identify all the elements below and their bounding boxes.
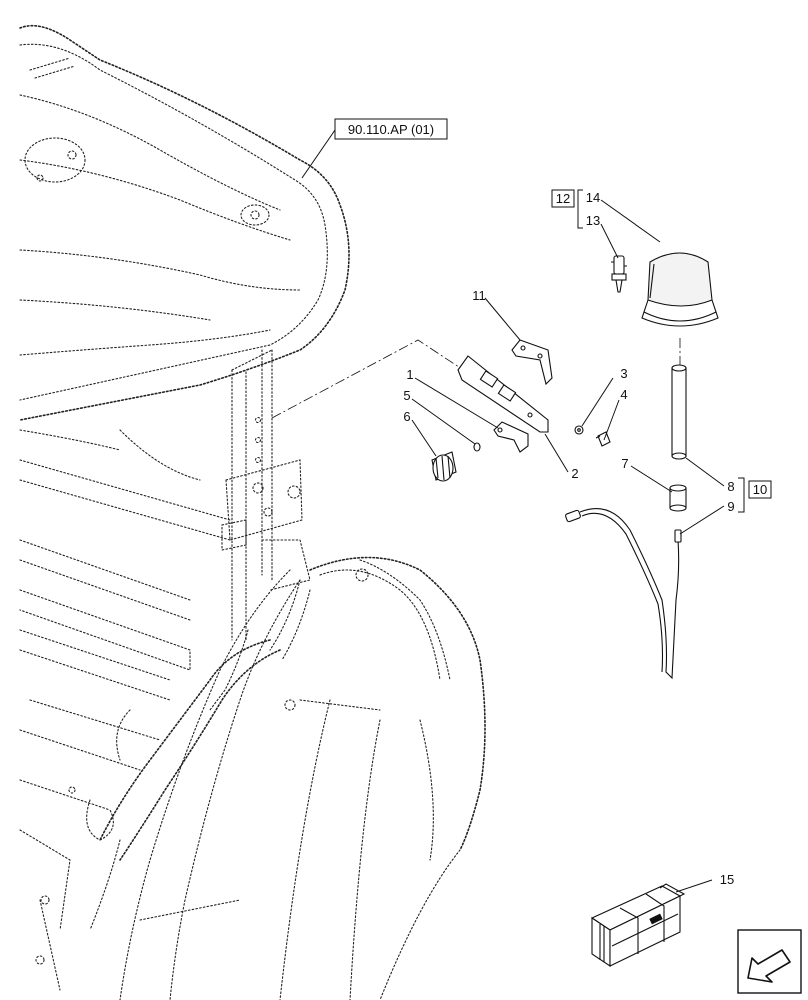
part-11-bracket: [511, 339, 553, 386]
group-bracket-12: [577, 189, 583, 229]
callout-15: 15: [720, 872, 734, 887]
callout-5: 5: [403, 388, 410, 403]
callout-3: 3: [620, 366, 627, 381]
cab-roof: [19, 24, 350, 481]
fender: [119, 556, 486, 1000]
part-6-knob: [431, 451, 457, 482]
callout-6: 6: [403, 409, 410, 424]
part-5-washer: [473, 442, 481, 452]
callout-8: 8: [727, 479, 734, 494]
leader-lines: [301, 129, 725, 893]
kit-crate-icon: [590, 883, 686, 968]
direction-arrow-icon: [737, 929, 802, 994]
boxed-callout-10-text: 10: [753, 482, 767, 497]
reference-label[interactable]: 90.110.AP (01): [334, 118, 448, 140]
boxed-callout-12: 12: [551, 189, 575, 208]
part-13-bulb: [611, 255, 627, 293]
callout-4: 4: [620, 387, 627, 402]
part-4-bolt: [595, 431, 611, 447]
part-8-tube: [671, 364, 687, 460]
callout-1: 1: [406, 367, 413, 382]
callout-11: 11: [472, 288, 486, 303]
reference-label-text: 90.110.AP (01): [348, 122, 434, 137]
boxed-callout-10: 10: [748, 480, 772, 499]
callout-2: 2: [571, 466, 578, 481]
callout-7: 7: [621, 456, 628, 471]
wiring-harness: [86, 579, 311, 931]
part-9-cable: [565, 508, 682, 680]
part-2-bracket: [457, 355, 549, 433]
part-14-beacon: [641, 252, 719, 327]
cab-frame: [19, 459, 231, 991]
mounting-post: [221, 349, 311, 641]
group-bracket-10: [738, 477, 745, 513]
callout-9: 9: [727, 499, 734, 514]
part-1-clamp: [493, 421, 529, 453]
part-3-washer: [574, 425, 584, 435]
part-7-sleeve: [669, 484, 687, 512]
callout-labels: 1 2 3 4 5 6 7 8 9 11 13 14 15: [403, 190, 734, 887]
callout-13: 13: [586, 213, 600, 228]
callout-14: 14: [586, 190, 600, 205]
boxed-callout-12-text: 12: [556, 191, 570, 206]
